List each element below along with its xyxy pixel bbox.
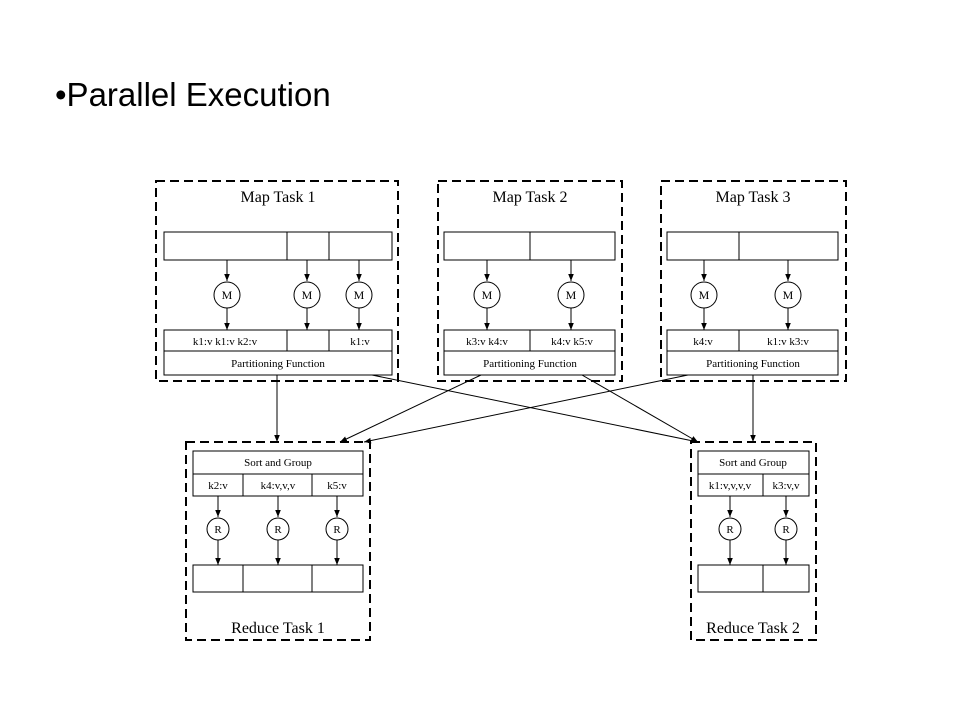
map-task-2-title: Map Task 2 [492,189,567,206]
reduce-task-2-outputs [697,564,810,593]
map-node-label: M [482,288,493,302]
slide-title: •Parallel Execution [55,76,331,113]
reduce-task-1: Sort and Group k2:v k4:v,v,v k5:v R R R … [185,441,371,641]
kv-cell: k4:v [693,336,713,348]
group-cell: k3:v,v [772,480,800,492]
group-cell: k2:v [208,480,228,492]
reduce-task-2-groups [697,473,810,497]
map-node-label: M [699,288,710,302]
map-task-2-border [437,180,623,382]
map-task-1-title: Map Task 1 [240,189,315,206]
map-task-1: Map Task 1 M M M k1:v k1:v k2:v k1:v Par… [155,180,399,382]
partitioning-function-label: Partitioning Function [231,358,325,370]
map-task-2: Map Task 2 M M k3:v k4:v k4:v k5:v Parti… [437,180,623,382]
map-task-3: Map Task 3 M M k4:v k1:v k3:v Partitioni… [660,180,847,382]
reduce-task-1-border [185,441,371,641]
map-node-label: M [302,288,313,302]
sort-and-group-label: Sort and Group [719,457,787,469]
sort-and-group-label: Sort and Group [244,457,312,469]
map-task-3-title: Map Task 3 [715,189,790,206]
partitioning-function [163,350,393,376]
map-node-label: M [566,288,577,302]
shuffle-arrow [371,374,699,444]
kv-cell: k3:v k4:v [466,336,508,348]
map-task-1-input-splits [163,231,393,261]
shuffle-arrow [363,374,689,444]
partitioning-function [666,350,839,376]
group-cell: k4:v,v,v [261,480,296,492]
shuffle-arrows [274,374,756,444]
partitioning-function [443,350,616,376]
reduce-task-1-outputs [192,564,364,593]
map-node-label: M [222,288,233,302]
reduce-node-label: R [214,524,222,536]
partitioning-function-label: Partitioning Function [706,358,800,370]
group-cell: k1:v,v,v,v [709,480,752,492]
reduce-task-2: Sort and Group k1:v,v,v,v k3:v,v R R Red… [690,441,817,641]
reduce-task-2-border [690,441,817,641]
reduce-node-label: R [726,524,734,536]
kv-cell: k1:v [350,336,370,348]
kv-cell: k1:v k1:v k2:v [193,336,258,348]
map-task-2-input-splits [443,231,616,261]
reduce-node-label: R [782,524,790,536]
shuffle-arrow [339,374,482,443]
kv-cell: k4:v k5:v [551,336,593,348]
map-task-3-input-splits [666,231,839,261]
reduce-node-label: R [274,524,282,536]
map-node-label: M [354,288,365,302]
reduce-node-label: R [333,524,341,536]
reduce-task-1-title: Reduce Task 1 [231,620,325,637]
group-cell: k5:v [327,480,347,492]
shuffle-arrow [581,374,699,443]
map-node-label: M [783,288,794,302]
kv-cell: k1:v k3:v [767,336,809,348]
partitioning-function-label: Partitioning Function [483,358,577,370]
reduce-task-2-title: Reduce Task 2 [706,620,800,637]
